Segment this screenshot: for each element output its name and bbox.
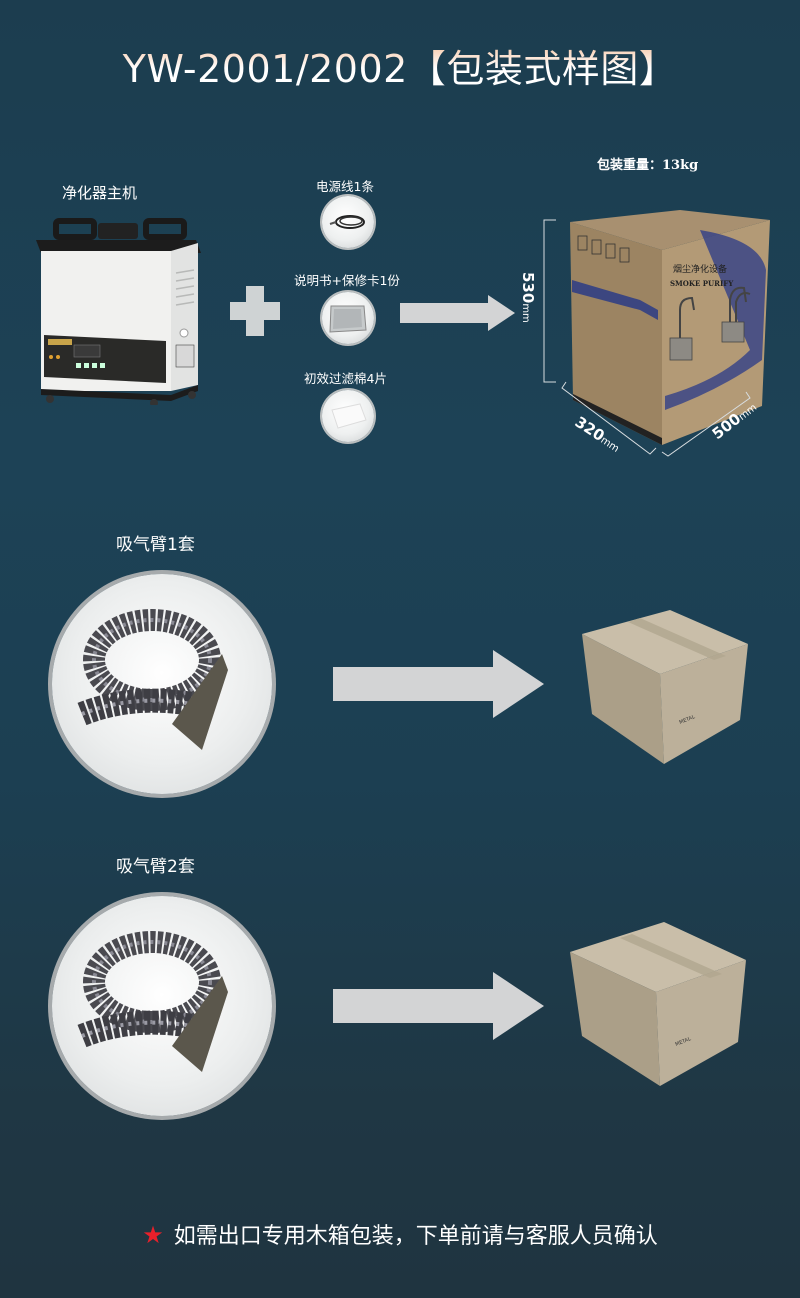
arm-set-2-label: 吸气臂2套 [116, 857, 195, 877]
arrow-right-icon [333, 667, 494, 701]
accessory-label-filter: 初效过滤棉4片 [304, 371, 387, 386]
arm-set-1-label: 吸气臂1套 [116, 535, 195, 555]
cardboard-box-image-2: METAL [568, 918, 748, 1088]
page-title: YW-2001/2002【包装式样图】 [0, 38, 800, 93]
power-cable-image [322, 196, 374, 248]
base-dimension-lines [561, 381, 751, 457]
accessory-label-manual: 说明书+保修卡1份 [294, 273, 400, 288]
accessory-label-power-cable: 电源线1条 [316, 179, 374, 194]
main-unit-label: 净化器主机 [62, 184, 138, 202]
arrow-right-icon [333, 989, 494, 1023]
arrow-right-head [488, 295, 515, 331]
height-dimension-bracket [543, 219, 556, 383]
package-box-image: 烟尘净化设备 SMOKE PURIFY [570, 210, 770, 445]
filter-cotton-image [322, 390, 374, 442]
package-weight-label: 包装重量：13kg [597, 158, 699, 173]
footer-note: ★ 如需出口专用木箱包装，下单前请与客服人员确认 [0, 1218, 800, 1250]
height-value: 530 [519, 272, 537, 304]
height-dimension-label: 530mm [518, 272, 538, 332]
suction-arm-image-1 [52, 574, 272, 794]
height-unit: mm [520, 303, 531, 323]
suction-arm-image-2 [52, 896, 272, 1116]
svg-text:METAL: METAL [675, 1036, 693, 1048]
arrow-right-icon [400, 303, 488, 323]
svg-text:METAL: METAL [679, 714, 697, 726]
star-icon: ★ [142, 1221, 164, 1249]
box-print-en: SMOKE PURIFY [670, 279, 734, 288]
manual-warranty-image [322, 292, 374, 344]
cardboard-box-image-1: METAL [580, 604, 750, 764]
box-print-cn: 烟尘净化设备 [673, 263, 727, 275]
plus-icon-vertical [246, 286, 264, 336]
purifier-unit-image [36, 215, 206, 407]
footer-note-text: 如需出口专用木箱包装，下单前请与客服人员确认 [173, 1224, 658, 1249]
arrow-right-head [493, 650, 544, 718]
arrow-right-head [493, 972, 544, 1040]
